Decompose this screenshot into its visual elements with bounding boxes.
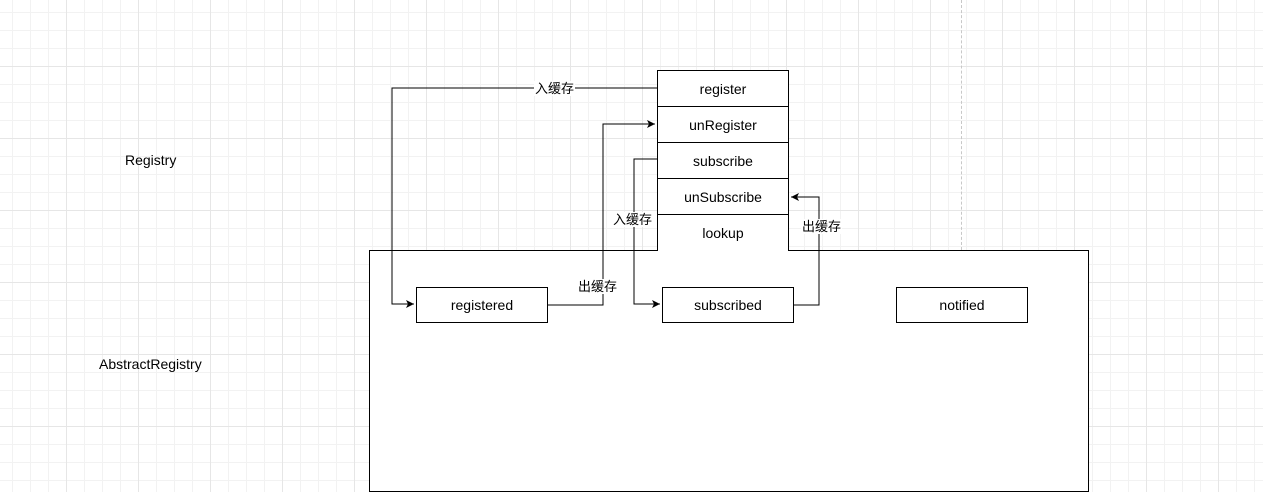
edge-label-registered-out-cache: 出缓存: [577, 279, 619, 294]
method-register[interactable]: register: [658, 71, 788, 107]
cache-registered-label: registered: [450, 297, 514, 313]
diagram-canvas: Registry AbstractRegistry register unReg…: [99, 0, 1089, 492]
method-unregister[interactable]: unRegister: [658, 107, 788, 143]
page-boundary-guide: [961, 0, 962, 250]
method-register-label: register: [699, 80, 747, 97]
cache-subscribed[interactable]: subscribed: [662, 287, 794, 323]
registry-method-stack[interactable]: register unRegister subscribe unSubscrib…: [657, 70, 789, 251]
method-subscribe[interactable]: subscribe: [658, 143, 788, 179]
cache-subscribed-label: subscribed: [694, 297, 762, 313]
method-unsubscribe-label: unSubscribe: [684, 188, 762, 205]
edge-label-register-in-cache: 入缓存: [534, 81, 576, 96]
cache-notified-label: notified: [939, 297, 985, 313]
cache-registered[interactable]: registered: [416, 287, 548, 323]
method-lookup-label: lookup: [702, 225, 744, 241]
cache-notified[interactable]: notified: [896, 287, 1028, 323]
method-unregister-label: unRegister: [689, 116, 757, 133]
method-lookup[interactable]: lookup: [658, 215, 788, 251]
method-unsubscribe[interactable]: unSubscribe: [658, 179, 788, 215]
method-subscribe-label: subscribe: [693, 152, 753, 169]
abstract-registry-label: AbstractRegistry: [99, 356, 202, 372]
edge-label-subscribed-out-cache: 出缓存: [801, 219, 843, 234]
edge-label-subscribe-in-cache: 入缓存: [612, 212, 654, 227]
registry-label: Registry: [125, 152, 177, 168]
